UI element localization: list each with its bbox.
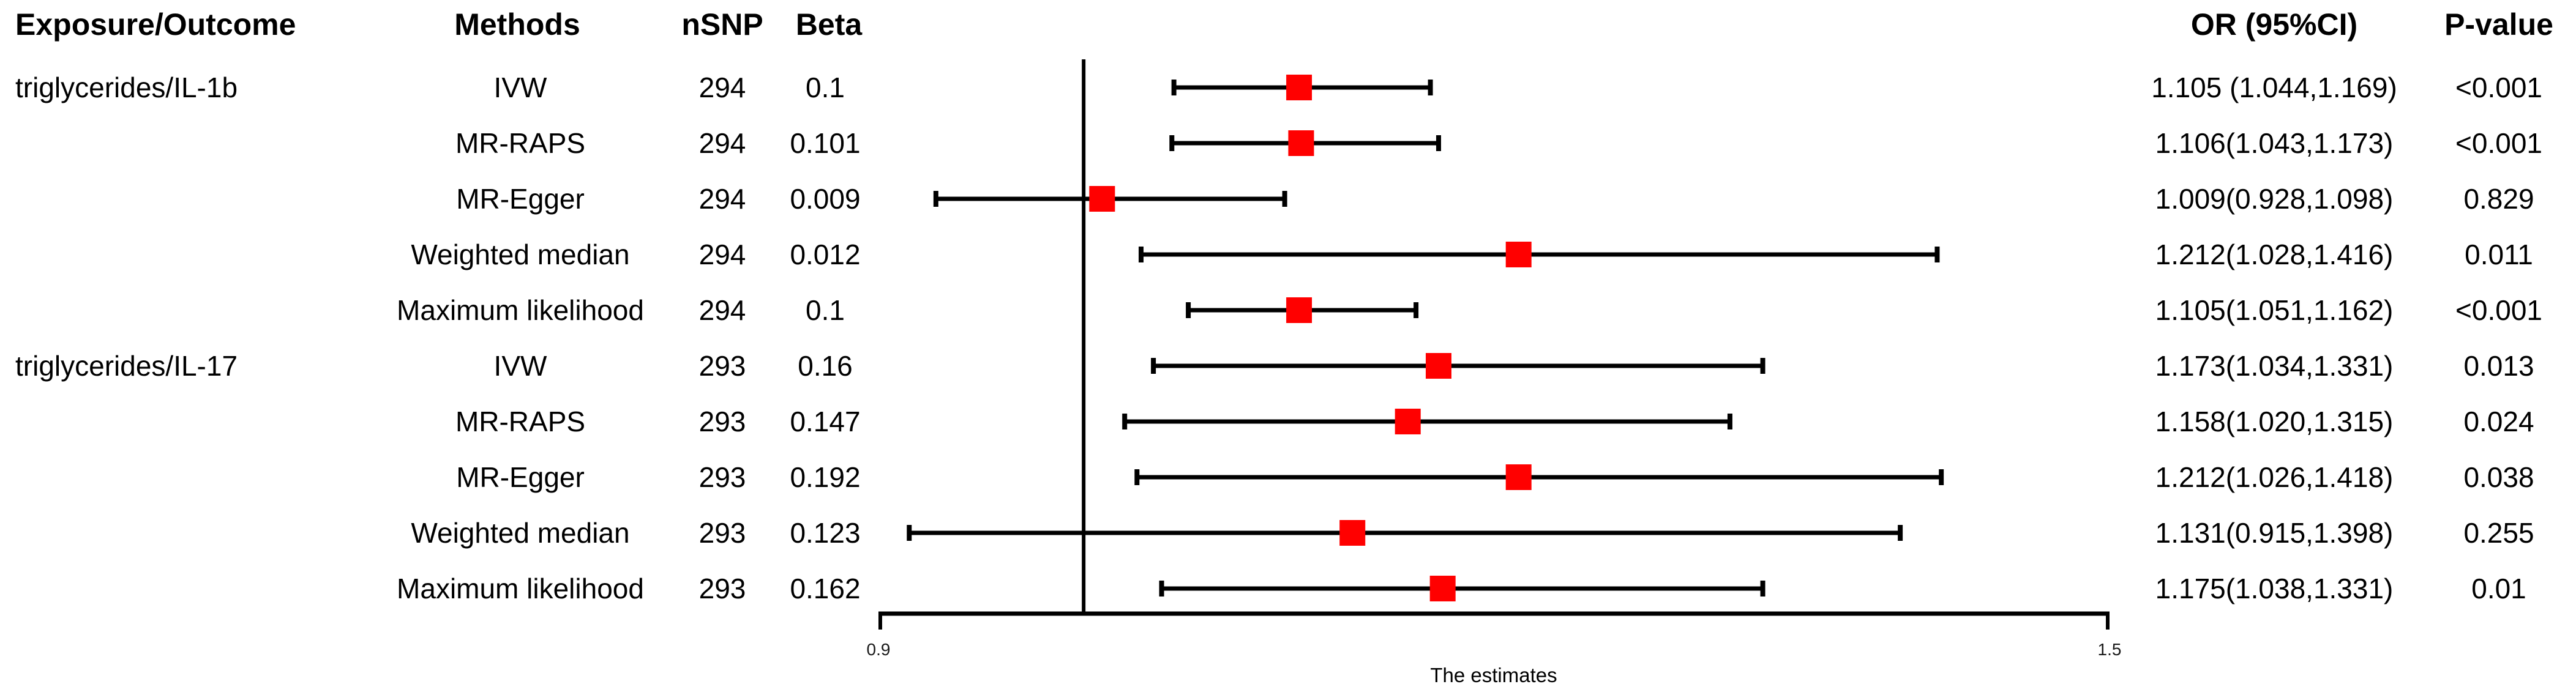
forest-marker — [1089, 186, 1115, 212]
beta-value: 0.123 — [790, 517, 861, 549]
or-ci-value: 1.105(1.051,1.162) — [2155, 294, 2394, 326]
nsnp-value: 294 — [698, 72, 746, 103]
p-value: 0.255 — [2463, 517, 2534, 549]
method-label: MR-RAPS — [455, 406, 586, 437]
or-ci-value: 1.175(1.038,1.331) — [2155, 573, 2394, 604]
nsnp-value: 294 — [698, 294, 746, 326]
method-label: Maximum likelihood — [397, 294, 644, 326]
forest-marker — [1286, 297, 1312, 323]
or-ci-value: 1.212(1.026,1.418) — [2155, 461, 2394, 493]
or-ci-value: 1.212(1.028,1.416) — [2155, 239, 2394, 270]
x-axis-tick-label-min: 0.9 — [866, 640, 891, 659]
method-label: IVW — [493, 72, 547, 103]
or-ci-value: 1.105 (1.044,1.169) — [2151, 72, 2397, 103]
nsnp-value: 293 — [698, 517, 746, 549]
or-ci-value: 1.131(0.915,1.398) — [2155, 517, 2394, 549]
method-label: Weighted median — [411, 517, 630, 549]
forest-marker — [1429, 576, 1456, 601]
p-value: 0.024 — [2463, 406, 2534, 437]
p-value: 0.829 — [2463, 183, 2534, 215]
method-label: IVW — [493, 350, 547, 382]
beta-value: 0.147 — [790, 406, 861, 437]
method-label: MR-Egger — [456, 183, 585, 215]
method-label: Maximum likelihood — [397, 573, 644, 604]
exposure-label: triglycerides/IL-1b — [15, 72, 238, 103]
nsnp-value: 293 — [698, 573, 746, 604]
beta-value: 0.101 — [790, 127, 861, 159]
col-header-methods: Methods — [454, 7, 580, 42]
forest-marker — [1339, 520, 1366, 546]
beta-value: 0.009 — [790, 183, 861, 215]
p-value: 0.013 — [2463, 350, 2534, 382]
p-value: <0.001 — [2455, 72, 2542, 103]
beta-value: 0.1 — [806, 72, 845, 103]
nsnp-value: 294 — [698, 239, 746, 270]
nsnp-value: 293 — [698, 406, 746, 437]
col-header-exposure-outcome: Exposure/Outcome — [15, 7, 296, 42]
exposure-label: triglycerides/IL-17 — [15, 350, 238, 382]
beta-value: 0.1 — [806, 294, 845, 326]
beta-value: 0.16 — [798, 350, 853, 382]
method-label: MR-Egger — [456, 461, 585, 493]
forest-marker — [1426, 353, 1452, 379]
x-axis-tick-label-max: 1.5 — [2097, 640, 2122, 659]
p-value: 0.01 — [2471, 573, 2526, 604]
nsnp-value: 294 — [698, 183, 746, 215]
col-header-p-value: P-value — [2444, 7, 2553, 42]
or-ci-value: 1.106(1.043,1.173) — [2155, 127, 2394, 159]
p-value: <0.001 — [2455, 294, 2542, 326]
forest-marker — [1288, 130, 1314, 156]
col-header-nsnp: nSNP — [681, 7, 763, 42]
beta-value: 0.012 — [790, 239, 861, 270]
or-ci-value: 1.009(0.928,1.098) — [2155, 183, 2394, 215]
nsnp-value: 293 — [698, 350, 746, 382]
or-ci-value: 1.173(1.034,1.331) — [2155, 350, 2394, 382]
method-label: MR-RAPS — [455, 127, 586, 159]
method-label: Weighted median — [411, 239, 630, 270]
beta-value: 0.192 — [790, 461, 861, 493]
p-value: 0.011 — [2465, 239, 2533, 270]
col-header-or-ci: OR (95%CI) — [2190, 7, 2358, 42]
forest-marker — [1505, 242, 1532, 267]
p-value: <0.001 — [2455, 127, 2542, 159]
nsnp-value: 294 — [698, 127, 746, 159]
or-ci-value: 1.158(1.020,1.315) — [2155, 406, 2394, 437]
p-value: 0.038 — [2463, 461, 2534, 493]
beta-value: 0.162 — [790, 573, 861, 604]
forest-marker — [1395, 409, 1421, 434]
forest-marker — [1286, 75, 1312, 100]
col-header-beta: Beta — [795, 7, 863, 42]
forest-marker — [1505, 464, 1532, 490]
x-axis-title: The estimates — [1430, 664, 1557, 686]
nsnp-value: 293 — [698, 461, 746, 493]
